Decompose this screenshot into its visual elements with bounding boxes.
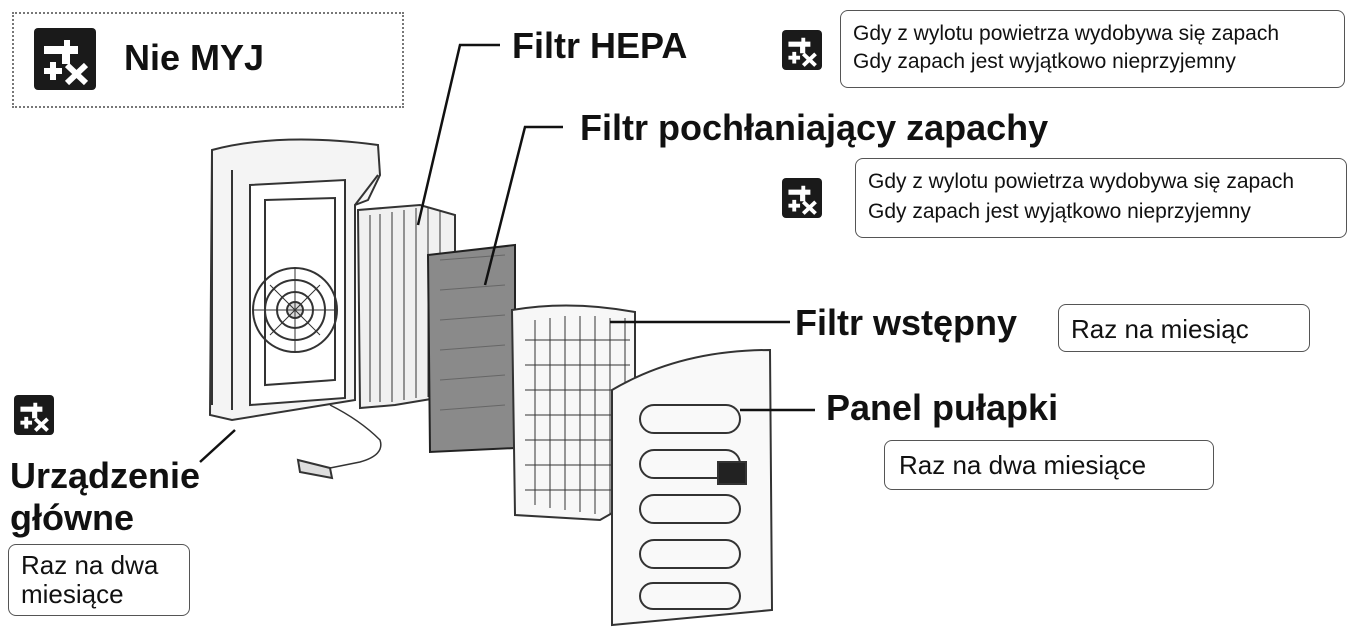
pre-filter-label: Filtr wstępny: [795, 302, 1018, 343]
legend-box: Nie MYJ: [12, 12, 404, 108]
main-note-box: Raz na dwa miesiące: [8, 544, 190, 616]
main-unit-label-line1: Urządzenie: [10, 455, 201, 496]
main-unit-drawing: [208, 138, 382, 480]
hepa-note-line2: Gdy zapach jest wyjątkowo nieprzyjemny: [853, 50, 1236, 73]
no-wash-icon: [14, 395, 54, 435]
trap-panel-drawing: [611, 348, 774, 627]
odor-filter-label: Filtr pochłaniający zapachy: [580, 107, 1049, 148]
trap-panel-label: Panel pułapki: [826, 387, 1059, 428]
panel-note-text: Raz na dwa miesiące: [899, 450, 1147, 480]
odor-note-line1: Gdy z wylotu powietrza wydobywa się zapa…: [868, 170, 1295, 193]
pre-note-box: Raz na miesiąc: [1058, 304, 1310, 352]
pre-note-text: Raz na miesiąc: [1071, 314, 1249, 344]
main-note-line2: miesiące: [21, 579, 124, 609]
no-wash-icon: [782, 30, 822, 70]
main-unit-label-line2: główne: [10, 497, 134, 538]
odor-filter-drawing: [426, 243, 516, 454]
no-wash-icon: [782, 178, 822, 218]
odor-note-box: Gdy z wylotu powietrza wydobywa się zapa…: [855, 158, 1347, 238]
legend-text: Nie MYJ: [124, 37, 265, 78]
hepa-note-box: Gdy z wylotu powietrza wydobywa się zapa…: [840, 10, 1345, 88]
leader-lines: [199, 43, 815, 463]
hepa-filter-label: Filtr HEPA: [512, 25, 688, 66]
hepa-note-line1: Gdy z wylotu powietrza wydobywa się zapa…: [853, 22, 1280, 45]
main-note-line1: Raz na dwa: [21, 550, 159, 580]
odor-note-line2: Gdy zapach jest wyjątkowo nieprzyjemny: [868, 200, 1251, 223]
no-wash-icon: [34, 28, 96, 90]
panel-note-box: Raz na dwa miesiące: [884, 440, 1214, 490]
